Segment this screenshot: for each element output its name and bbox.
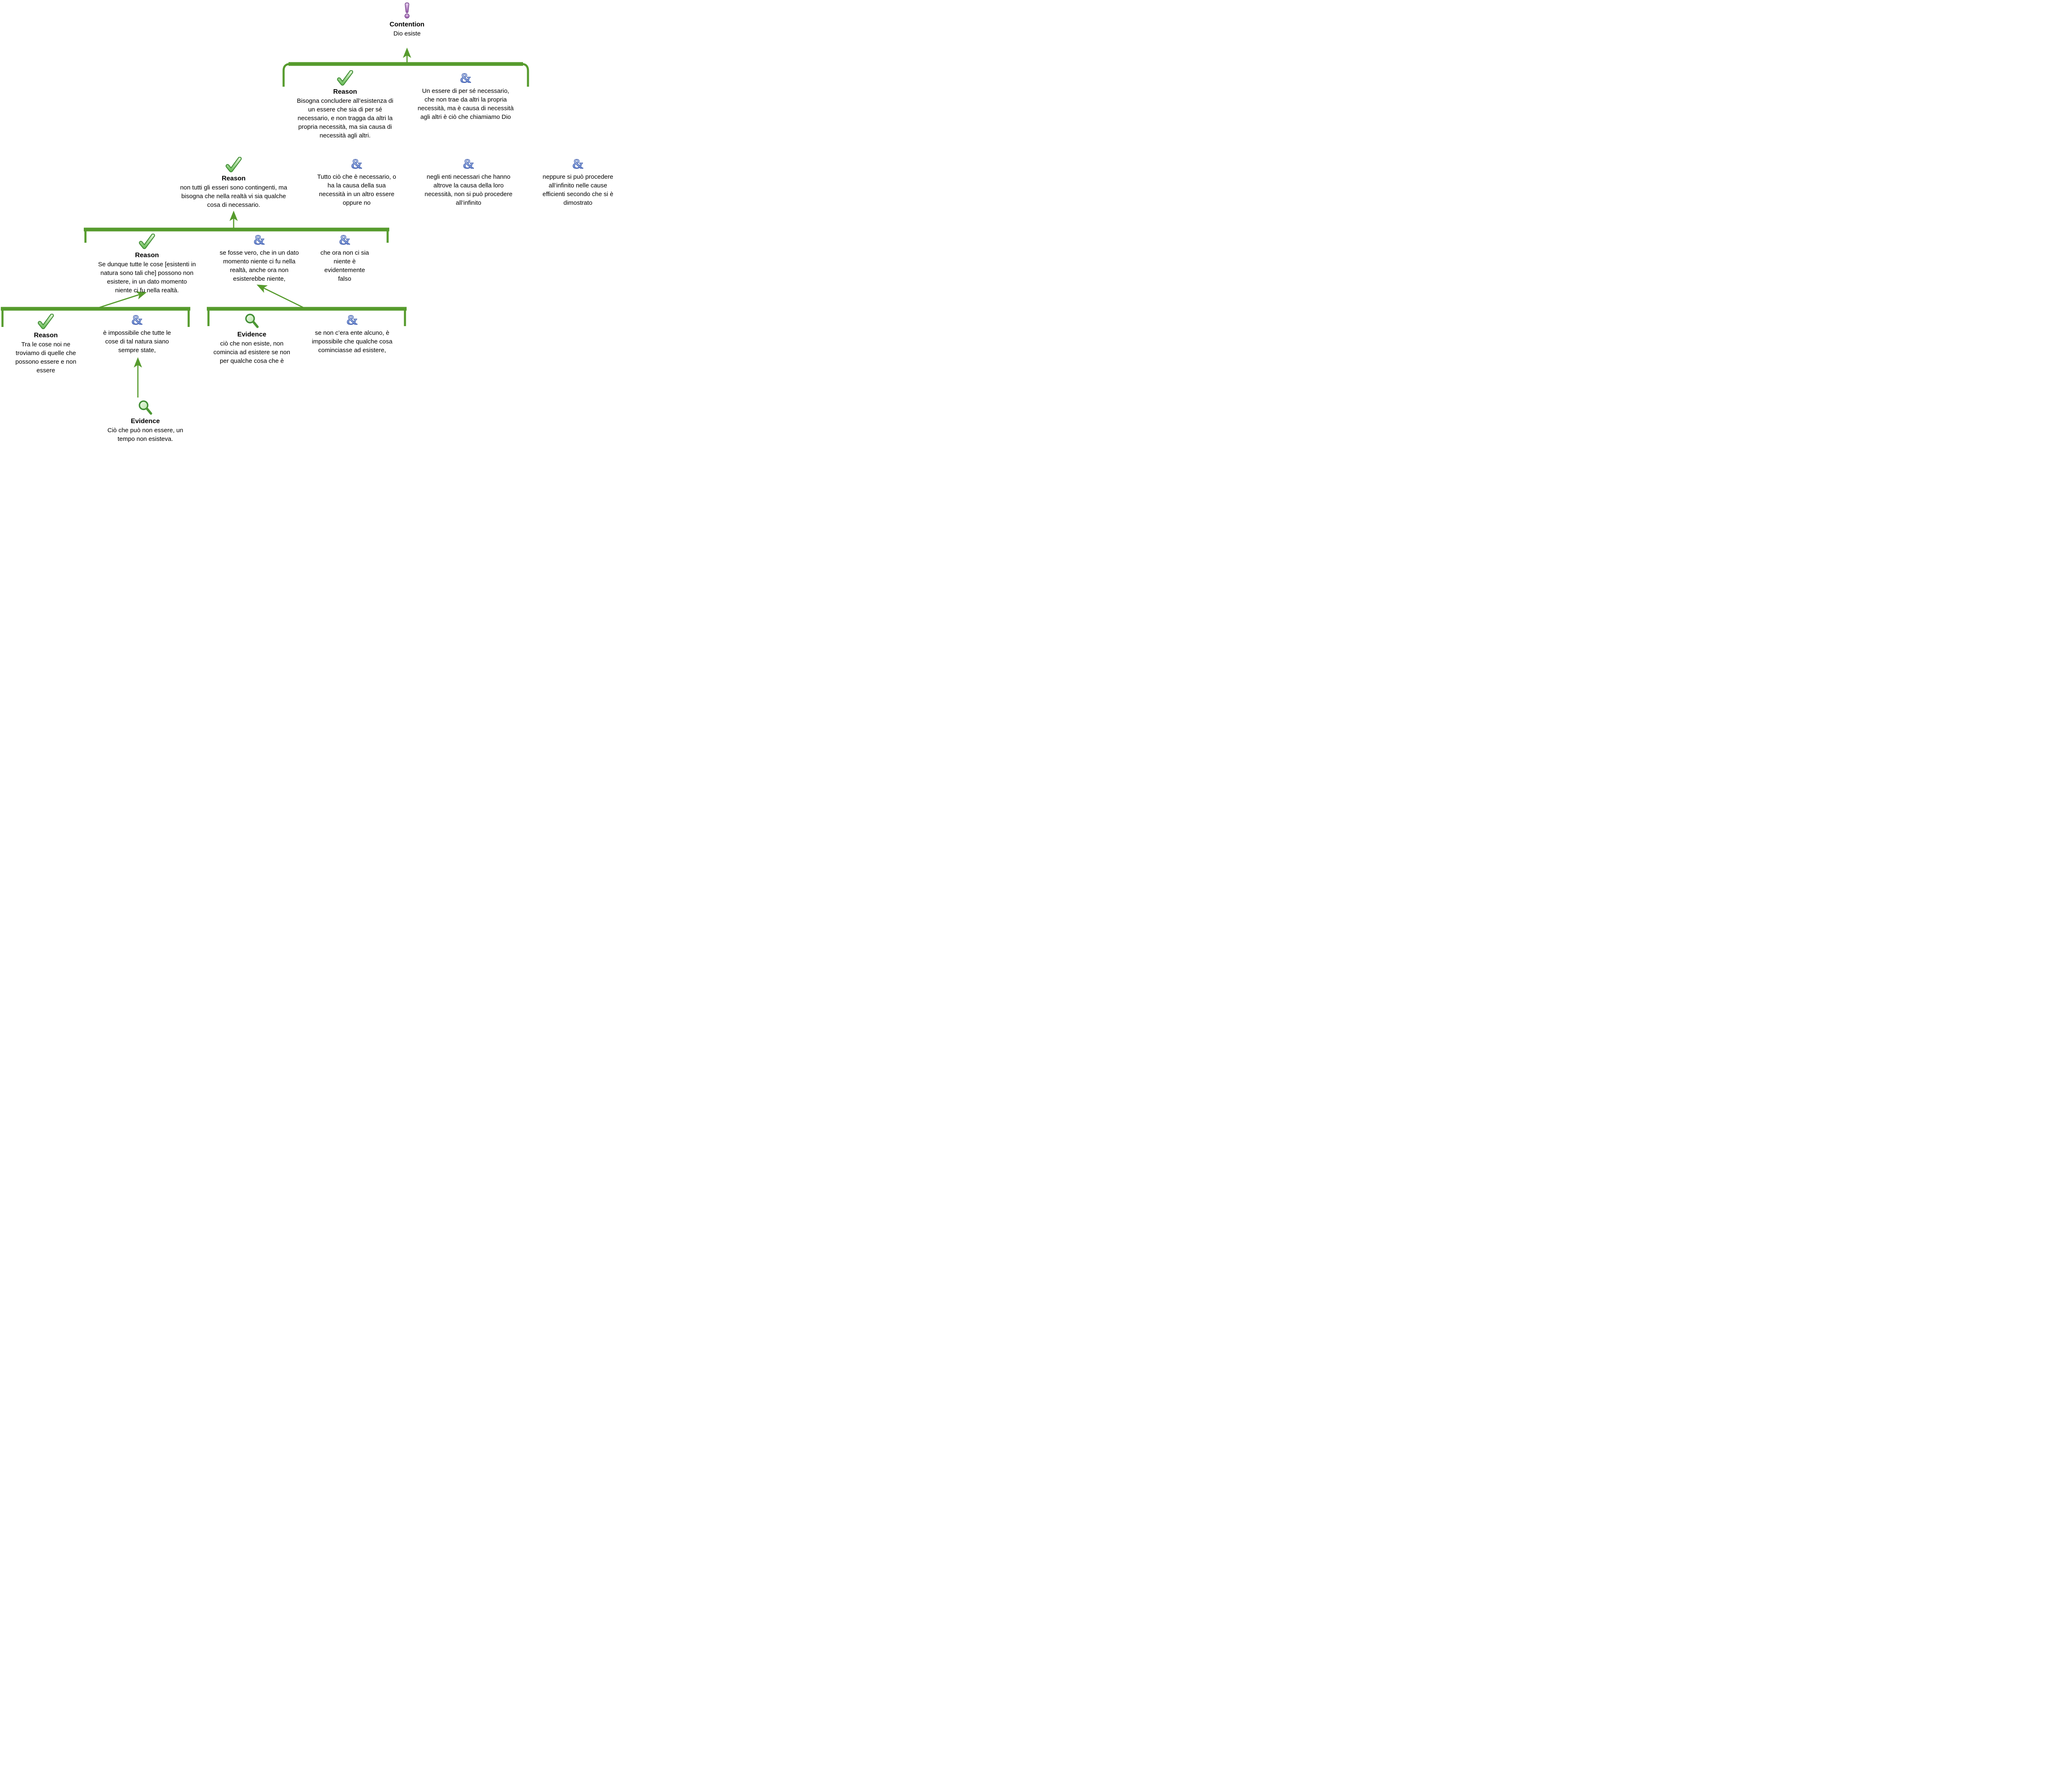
check-icon	[38, 314, 54, 329]
bracket-mid	[84, 227, 389, 243]
node-text: Se dunque tutte le cose [esistenti in na…	[98, 261, 196, 294]
node-evidence-2[interactable]: Evidence ciò che non esiste, non cominci…	[207, 313, 296, 365]
node-label: Evidence	[237, 331, 267, 338]
argument-map-canvas: Contention Dio esiste Reason Bisogna con…	[0, 0, 623, 448]
node-label: Reason	[34, 332, 58, 339]
and-icon: &	[253, 233, 265, 247]
node-copremise-2b[interactable]: & negli enti necessari che hanno altrove…	[419, 157, 518, 207]
node-reason-2[interactable]: Reason non tutti gli esseri sono conting…	[170, 157, 298, 209]
node-reason-4[interactable]: Reason Tra le cose noi ne troviamo di qu…	[5, 314, 87, 375]
and-icon: &	[338, 233, 350, 247]
node-copremise-4a[interactable]: & è impossibile che tutte le cose di tal…	[88, 313, 186, 355]
node-copremise-3a[interactable]: & se fosse vero, che in un dato momento …	[208, 233, 311, 283]
node-label: Reason	[333, 88, 357, 95]
svg-text:&: &	[572, 157, 584, 171]
check-icon	[337, 70, 353, 86]
node-text: Un essere di per sé necessario, che non …	[417, 88, 514, 121]
and-icon: &	[459, 71, 471, 85]
node-evidence-1[interactable]: Evidence Ciò che può non essere, un temp…	[98, 400, 193, 443]
svg-text:&: &	[339, 233, 350, 247]
node-text: neppure si può procedere all’infinito ne…	[542, 173, 613, 206]
arrow-to-reason3-diagonal	[97, 291, 147, 309]
node-reason-1[interactable]: Reason Bisogna concludere all’esistenza …	[285, 70, 405, 140]
connector-overlay	[1, 47, 529, 398]
svg-text:&: &	[346, 313, 358, 327]
magnifier-icon	[139, 400, 152, 415]
bracket-bottom-left	[1, 307, 190, 327]
node-text: Dio esiste	[393, 30, 421, 37]
svg-text:&: &	[460, 71, 471, 85]
and-icon: &	[131, 313, 143, 327]
node-text: che ora non ci sia niente è evidentement…	[320, 249, 369, 282]
node-label: Reason	[135, 252, 159, 259]
svg-text:&: &	[351, 157, 362, 171]
node-text: ciò che non esiste, non comincia ad esis…	[213, 340, 290, 365]
check-icon	[139, 234, 155, 249]
node-copremise-2c[interactable]: & neppure si può procedere all’infinito …	[539, 157, 617, 207]
node-text: Tra le cose noi ne troviamo di quelle ch…	[15, 341, 76, 374]
bracket-top	[282, 62, 529, 87]
node-copremise-1[interactable]: & Un essere di per sé necessario, che no…	[404, 71, 528, 121]
and-icon: &	[462, 157, 474, 171]
node-copremise-4b[interactable]: & se non c’era ente alcuno, è impossibil…	[307, 313, 398, 355]
node-contention[interactable]: Contention Dio esiste	[366, 2, 448, 38]
node-label: Evidence	[130, 418, 160, 425]
node-text: è impossibile che tutte le cose di tal n…	[103, 329, 171, 354]
node-label: Reason	[222, 175, 246, 182]
node-label: Contention	[389, 21, 425, 28]
arrow-to-copremise3a-diagonal	[256, 284, 305, 309]
node-text: se fosse vero, che in un dato momento ni…	[220, 249, 299, 282]
and-icon: &	[350, 157, 362, 171]
node-copremise-3b[interactable]: & che ora non ci sia niente è evidenteme…	[312, 233, 378, 283]
node-text: Ciò che può non essere, un tempo non esi…	[107, 427, 183, 443]
svg-text:&: &	[131, 313, 143, 327]
svg-text:&: &	[463, 157, 474, 171]
node-text: non tutti gli esseri sono contingenti, m…	[180, 184, 287, 208]
node-text: negli enti necessari che hanno altrove l…	[424, 173, 513, 206]
node-copremise-2a[interactable]: & Tutto ciò che è necessario, o ha la ca…	[309, 157, 404, 207]
magnifier-icon	[245, 314, 259, 328]
and-icon: &	[572, 157, 584, 171]
node-reason-3[interactable]: Reason Se dunque tutte le cose [esistent…	[87, 234, 207, 295]
node-text: Tutto ciò che è necessario, o ha la caus…	[317, 173, 396, 206]
check-icon	[225, 157, 242, 173]
node-text: se non c’era ente alcuno, è impossibile …	[312, 329, 393, 354]
svg-text:&: &	[253, 233, 265, 247]
bracket-bottom-mid	[207, 307, 407, 326]
node-text: Bisogna concludere all’esistenza di un e…	[297, 97, 393, 139]
and-icon: &	[346, 313, 358, 327]
exclamation-icon	[405, 2, 409, 19]
